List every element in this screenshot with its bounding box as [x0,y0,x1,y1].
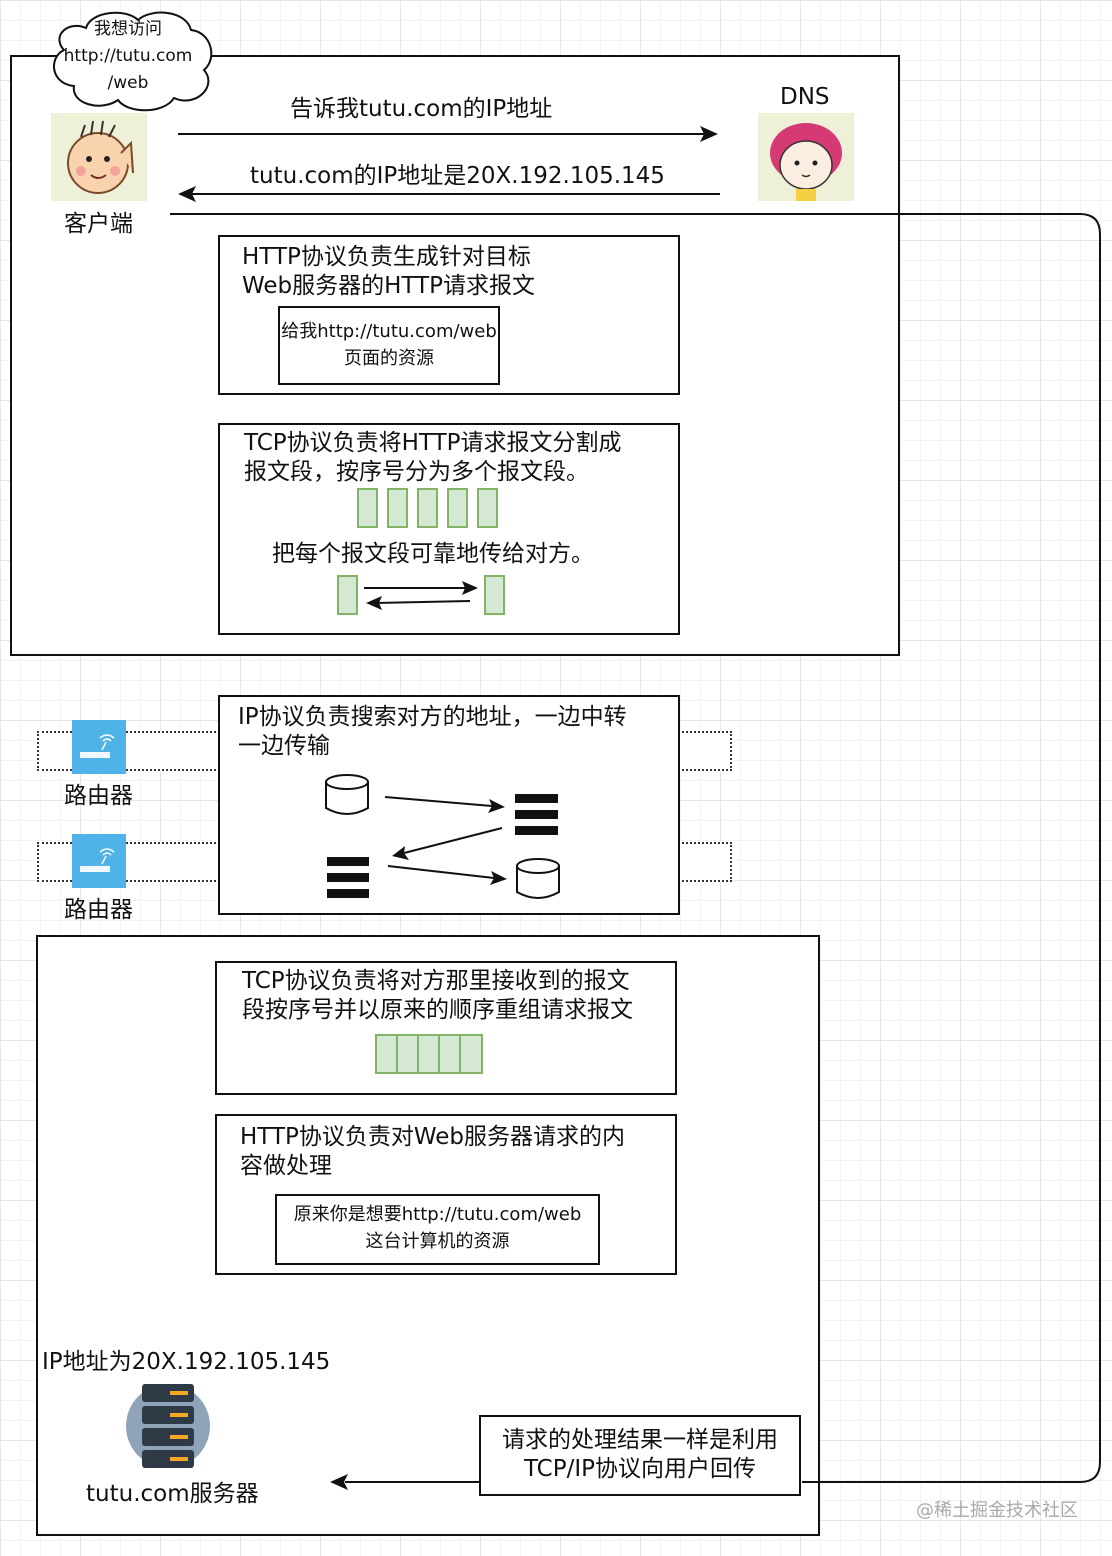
stack-icon-1 [515,794,558,835]
segment-5 [477,488,498,528]
router-icon-1 [72,720,126,774]
segment-sender [337,575,358,615]
http-server-inner-box [275,1194,600,1265]
tcp-client-title: TCP协议负责将HTTP请求报文分割成 报文段，按序号分为多个报文段。 [244,430,622,485]
tcp-client-box [218,423,680,635]
ip-box-title: IP协议负责搜索对方的地址，一边中转 一边传输 [238,704,627,759]
segment-2 [387,488,408,528]
tcp-server-title: TCP协议负责将对方那里接收到的报文 段按序号并以原来的顺序重组请求报文 [242,968,633,1023]
tcp-client-subtitle: 把每个报文段可靠地传给对方。 [272,541,594,567]
server-icon [126,1384,210,1468]
http-client-inner-box [278,306,500,385]
database-icon-2 [516,858,560,899]
client-avatar [51,113,147,201]
reassembled-segment-5 [459,1034,483,1074]
segment-receiver [484,575,505,615]
http-client-inner-text: 给我http://tutu.com/web 页面的资源 [281,321,497,369]
router-label-1: 路由器 [64,783,133,809]
arrow-from-dns-label: tutu.com的IP地址是20X.192.105.145 [250,163,665,189]
http-server-title: HTTP协议负责对Web服务器请求的内 容做处理 [240,1124,626,1179]
segment-3 [417,488,438,528]
client-label: 客户端 [64,211,133,237]
ip-box [218,695,680,915]
segment-4 [447,488,468,528]
router-link-left-1 [37,731,220,771]
dns-label: DNS [780,84,830,110]
server-ip-label: IP地址为20X.192.105.145 [42,1349,331,1375]
database-icon-1 [325,774,369,815]
server-label: tutu.com服务器 [86,1481,259,1507]
http-client-title: HTTP协议负责生成针对目标 Web服务器的HTTP请求报文 [242,244,536,299]
cloud-shape [53,11,213,112]
cloud-text: 我想访问 http://tutu.com /web [63,19,193,94]
router-icon-2 [72,834,126,888]
segment-1 [357,488,378,528]
http-server-inner-text: 原来你是想要http://tutu.com/web 这台计算机的资源 [293,1204,582,1252]
stack-icon-2 [327,857,369,898]
router-label-2: 路由器 [64,897,133,923]
dns-avatar [758,113,854,201]
return-box [479,1415,801,1496]
return-box-text: 请求的处理结果一样是利用 TCP/IP协议向用户回传 [502,1427,778,1482]
arrow-to-dns-label: 告诉我tutu.com的IP地址 [290,96,553,122]
router-link-left-2 [37,842,220,882]
watermark: @稀土掘金技术社区 [916,1500,1078,1521]
